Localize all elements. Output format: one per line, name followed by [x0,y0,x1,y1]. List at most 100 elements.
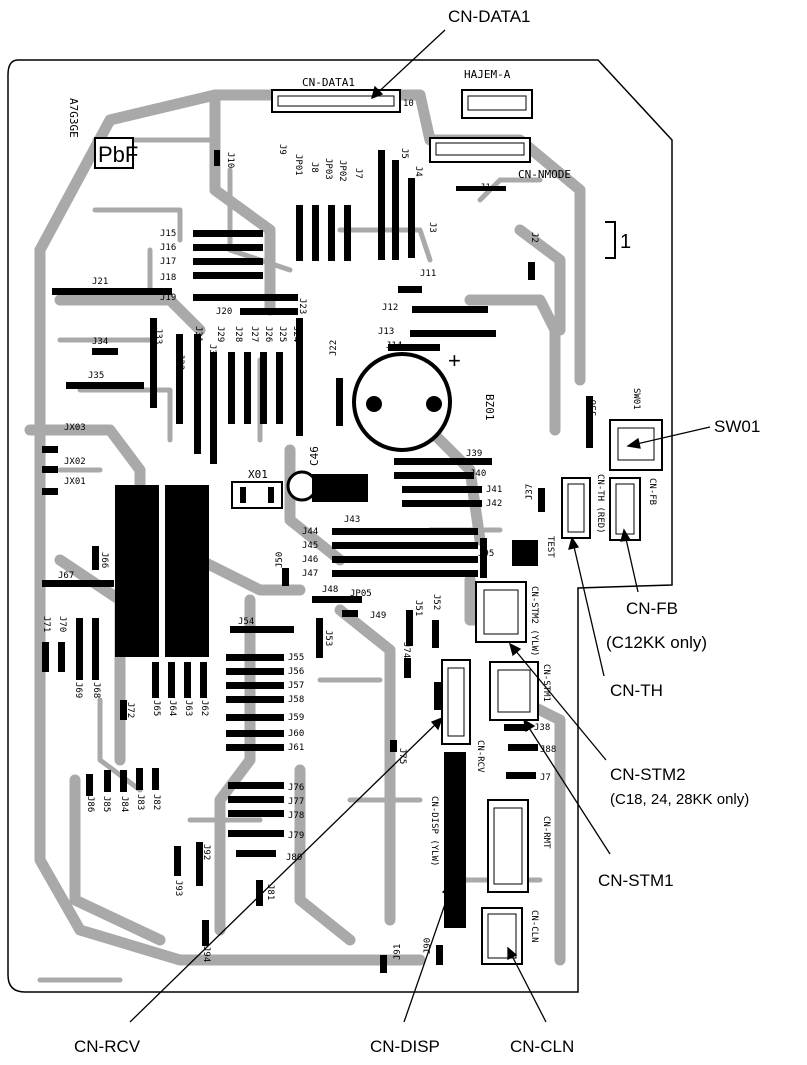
connector-cn-cln-inner [487,913,517,959]
buzzer-bz01 [352,352,452,452]
arrow-cn-stm1 [523,718,536,733]
crystal-x01 [231,481,283,509]
label-j7: J7 [353,168,363,179]
jumper-bar-j91 [380,955,387,973]
leader-cn-data1 [371,29,446,99]
callout-cn-stm2: CN-STM2 [610,765,686,784]
jumper-bar-j70 [58,642,65,672]
label-jx03: JX03 [64,423,86,433]
buzzer-pad-left [366,396,382,412]
silk-test: TEST [545,536,555,558]
jumper-bar-j58 [226,696,284,703]
label-j66: J66 [99,552,109,568]
label-j3: J3 [427,222,437,233]
silk-cn-stm1: CN-STM1 [541,664,551,702]
callout-cn-data1: CN-DATA1 [448,7,531,26]
label-j15: J15 [160,229,176,239]
label-j7b: J7 [540,773,551,783]
jumper-bar-j54 [230,626,294,633]
jumper-bar-j17 [193,258,263,265]
label-jx01: JX01 [64,477,86,487]
jumper-bar-j41 [402,486,482,493]
bracket-digit: 1 [620,231,631,253]
label-j58: J58 [288,695,304,705]
label-j70: J70 [57,616,67,632]
bracket-mark [605,221,616,259]
label-j32: J32 [175,354,185,370]
label-j85: J85 [101,796,111,812]
jumper-bar-j66 [92,546,99,570]
label-j74: J74 [401,642,411,658]
label-j45: J45 [302,541,318,551]
label-j69: J69 [73,682,83,698]
silk-cn-fb: CN-FB [647,478,657,505]
jumper-bar-j85 [104,770,111,792]
arrow-cn-stm2 [508,642,522,657]
jumper-bar-j34 [92,348,118,355]
label-j24: J24 [291,326,301,342]
label-jp02: JP02 [337,160,347,182]
callout-cn-fb-note: (C12KK only) [606,633,707,652]
label-j36: J36 [589,400,599,416]
label-j16: J16 [160,243,176,253]
silk-board-code: A7G3GE [67,98,80,138]
label-j9: J9 [277,144,287,155]
leader-cn-disp [403,883,453,1023]
jumper-bar-j49 [342,610,358,617]
jumper-bar-j19 [193,294,298,301]
callout-cn-stm2-note: (C18, 24, 28KK only) [610,791,749,808]
label-j50: J50 [275,552,285,568]
label-j71: J71 [41,616,51,632]
callout-cn-stm1: CN-STM1 [598,871,674,890]
connector-hajem [461,89,533,119]
label-j14: J14 [386,341,402,351]
jumper-bar-j48 [312,596,362,603]
jumper-bar-j52 [432,620,439,648]
jumper-bar-j20 [240,308,298,315]
jumper-bar-j61 [226,744,284,751]
silk-cn-rmt: CN-RMT [541,816,551,849]
jumper-bar-j7 [506,772,536,779]
label-j93: J93 [173,880,183,896]
jumper-bar-j42 [402,500,482,507]
label-j67: J67 [58,571,74,581]
label-j27: J27 [249,326,259,342]
silk-sw01: SW01 [631,388,641,410]
label-j41: J41 [486,485,502,495]
jumper-bar-j82 [152,768,159,790]
jumper-bar-j35 [66,382,144,389]
label-j61: J61 [288,743,304,753]
jumper-bar-j74 [404,658,411,678]
silk-hajem: HAJEM-A [464,68,511,81]
jumper-bar-j47 [332,570,478,577]
jumper-bar-j13 [410,330,496,337]
arrow-cn-cln [507,946,518,961]
jumper-bar-j63 [184,662,191,698]
crystal-x01-pad-a [240,487,246,503]
callout-cn-disp: CN-DISP [370,1037,440,1056]
silk-cn-nmode: CN-NMODE [518,168,571,181]
label-j72: J72 [125,702,135,718]
label-j76: J76 [288,783,304,793]
silk-cn-cln: CN-CLN [529,910,539,943]
silk-cn-rcv: CN-RCV [475,740,485,773]
jumper-bar-j88 [508,744,538,751]
jumper-bar-j84 [120,770,127,792]
silk-cn-th: CN-TH (RED) [595,474,605,534]
jumper-bar-jx01 [42,488,58,495]
leader-cn-th [571,537,605,677]
jumper-bar-j27 [244,352,251,424]
silk-bz01: BZ01 [483,394,496,421]
jumper-bar-j56 [226,668,284,675]
test-pad [512,540,538,566]
jumper-bar-j30 [210,352,217,464]
jumper-bar-j37 [538,488,545,512]
callout-labels: CN-DATA1 SW01 CN-FB (C12KK only) CN-TH C… [74,7,760,1056]
jumper-bar-j23 [296,318,303,436]
jumper-bar-j78 [228,810,284,817]
arrow-cn-rcv [430,716,444,731]
capacitor-c46 [286,470,318,502]
label-j54: J54 [238,617,254,627]
label-j86: J86 [85,796,95,812]
